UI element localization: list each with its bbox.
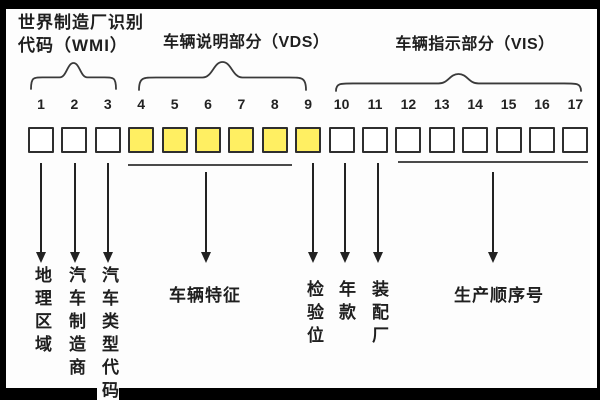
vis-section-title: 车辆指示部分（VIS）: [395, 36, 555, 53]
label-manufacturer: 汽车制造商: [66, 266, 85, 381]
arrow-model-year: [340, 163, 350, 263]
vin-cell-4: [128, 127, 155, 153]
vin-cell-9: [295, 127, 322, 153]
position-number-15: 15: [500, 96, 517, 112]
vin-cell-16: [529, 127, 555, 153]
label-model-year: 年款: [336, 280, 355, 326]
vin-cell-10: [328, 127, 355, 153]
arrow-vehicle-features: [201, 172, 211, 263]
position-number-16: 16: [534, 96, 550, 112]
arrow-type-code: [103, 163, 113, 263]
vin-cell-15: [495, 127, 522, 153]
vin-cell-6: [195, 127, 221, 153]
arrow-serial-number: [488, 172, 498, 263]
position-number-3: 3: [103, 96, 112, 112]
position-number-12: 12: [400, 96, 417, 112]
position-number-14: 14: [467, 96, 483, 112]
vin-cell-8: [261, 127, 288, 153]
vin-cell-1: [28, 127, 54, 153]
position-number-11: 11: [367, 96, 383, 112]
arrow-geo-region: [36, 163, 46, 263]
arrow-manufacturer: [70, 163, 80, 263]
label-vehicle-features: 车辆特征: [169, 286, 241, 305]
label-vehicle-type-code: 汽车类型代码: [97, 266, 119, 400]
position-number-1: 1: [37, 96, 45, 112]
vis-group-underline: [398, 161, 588, 163]
label-assembly-plant: 装配厂: [369, 280, 388, 349]
vin-cell-12: [395, 127, 422, 153]
position-number-4: 4: [137, 96, 146, 112]
wmi-title-line2: 代码（WMI）: [18, 36, 128, 55]
position-number-13: 13: [434, 96, 450, 112]
vin-cell-14: [462, 127, 489, 153]
position-number-6: 6: [204, 96, 212, 112]
vin-cell-13: [428, 127, 455, 153]
label-serial-number: 生产顺序号: [454, 286, 544, 305]
vin-cell-11: [362, 127, 388, 153]
vds-group-underline: [128, 164, 292, 166]
label-geo-region: 地理区域: [32, 266, 51, 358]
position-number-17: 17: [567, 96, 584, 112]
arrow-assembly-plant: [373, 163, 383, 263]
position-number-7: 7: [237, 96, 246, 112]
label-check-digit: 检验位: [304, 280, 323, 349]
vds-section-title: 车辆说明部分（VDS）: [163, 34, 330, 51]
vin-cell-2: [61, 127, 88, 153]
position-number-8: 8: [270, 96, 279, 112]
vin-cell-17: [562, 127, 589, 153]
vin-cell-3: [94, 127, 121, 153]
wmi-title-line1: 世界制造厂识别: [18, 13, 144, 32]
wmi-brace: [30, 62, 117, 90]
vin-cell-5: [161, 127, 188, 153]
position-number-5: 5: [170, 96, 179, 112]
position-number-2: 2: [70, 96, 79, 112]
position-number-10: 10: [333, 96, 350, 112]
arrow-check-digit: [308, 163, 318, 263]
vis-brace: [335, 73, 582, 92]
vds-brace: [138, 61, 307, 91]
wmi-section-title: 世界制造厂识别代码（WMI）: [18, 11, 144, 57]
vin-cell-7: [228, 127, 255, 153]
position-number-9: 9: [304, 96, 313, 112]
